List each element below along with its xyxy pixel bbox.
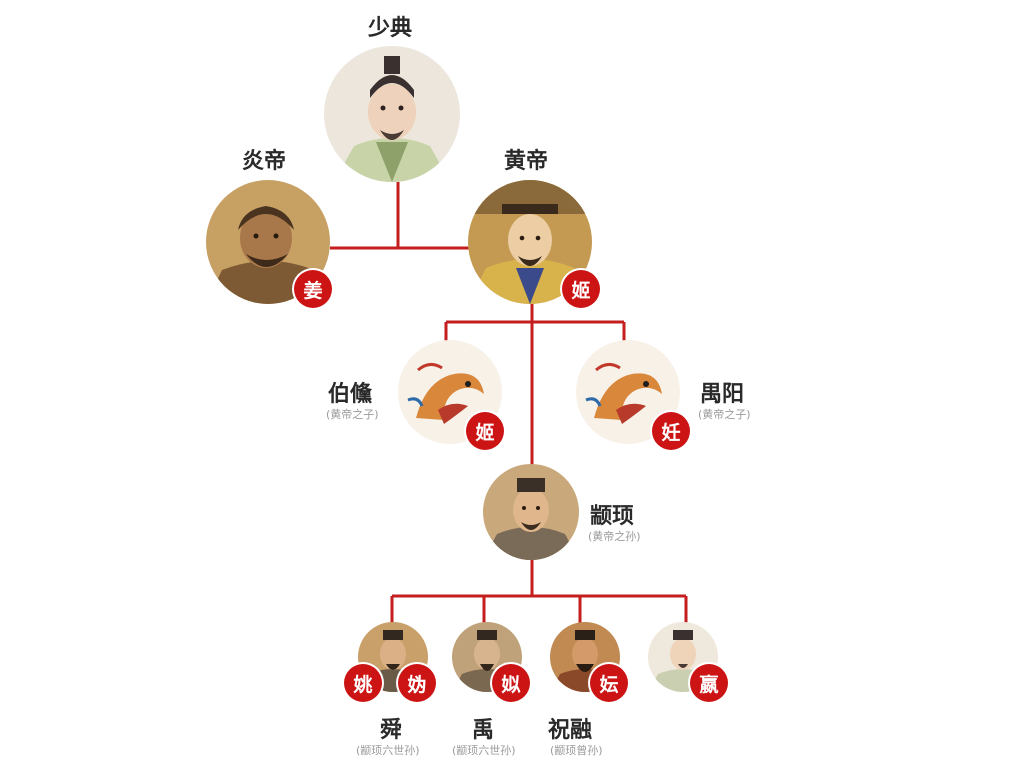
person-name: 伯儵 bbox=[328, 382, 373, 407]
relation-label: (黄帝之子) bbox=[326, 408, 379, 421]
person-name: 颛顼 bbox=[590, 504, 635, 529]
surname-badge: 姬 bbox=[562, 270, 600, 308]
surname-badge: 妊 bbox=[652, 412, 690, 450]
surname-badge: 嬴 bbox=[690, 664, 728, 702]
relation-label: (颛顼六世孙) bbox=[356, 744, 420, 757]
surname-badge: 姬 bbox=[466, 412, 504, 450]
person-name: 禺阳 bbox=[700, 382, 745, 407]
surname-badge: 妘 bbox=[590, 664, 628, 702]
surname-badge: 姒 bbox=[492, 664, 530, 702]
surname-badge: 妫 bbox=[398, 664, 436, 702]
person-name: 少典 bbox=[368, 16, 413, 41]
relation-label: (颛顼六世孙) bbox=[452, 744, 516, 757]
surname-badge: 姚 bbox=[344, 664, 382, 702]
person-name: 舜 bbox=[380, 718, 403, 743]
relation-label: (黄帝之孙) bbox=[588, 530, 641, 543]
person-name: 炎帝 bbox=[242, 149, 287, 174]
relation-label: (黄帝之子) bbox=[698, 408, 751, 421]
person-name: 祝融 bbox=[548, 718, 593, 743]
surname-badge: 姜 bbox=[294, 270, 332, 308]
person-name: 黄帝 bbox=[504, 149, 549, 174]
relation-label: (颛顼曾孙) bbox=[550, 744, 603, 757]
person-name: 禹 bbox=[472, 718, 495, 743]
portrait-shaodian bbox=[324, 46, 460, 182]
portrait-zhuanxu bbox=[483, 464, 579, 560]
